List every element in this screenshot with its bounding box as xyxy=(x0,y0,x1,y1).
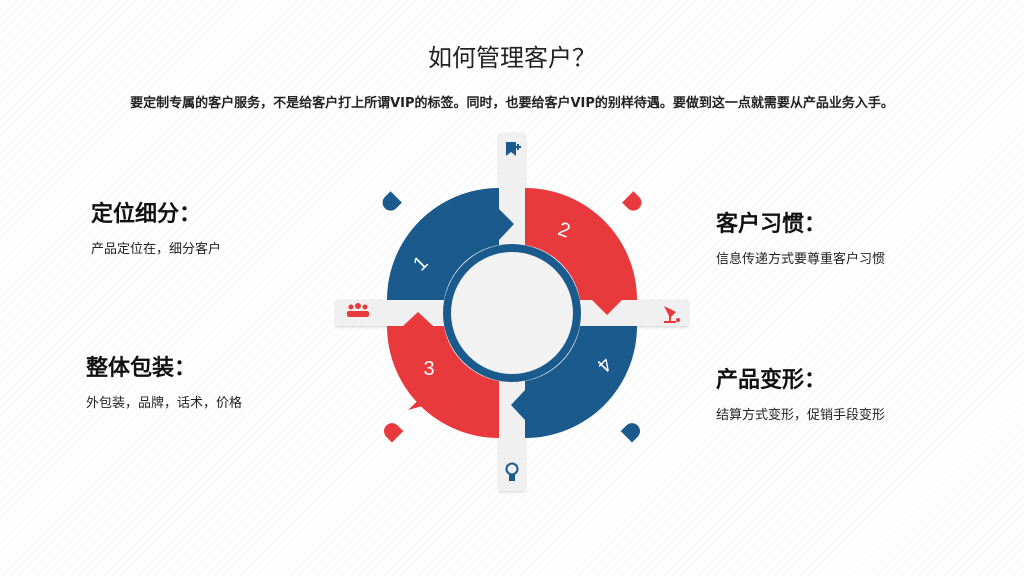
droplet-top-left xyxy=(382,191,402,211)
ring-segment-4 xyxy=(511,326,637,438)
center-circle xyxy=(451,252,573,374)
block-transform: 产品变形： 结算方式变形，促销手段变形 xyxy=(716,362,885,423)
lamp-icon xyxy=(664,306,680,323)
block-packaging: 整体包装： 外包装，品牌，话术，价格 xyxy=(86,350,242,411)
block-transform-desc: 结算方式变形，促销手段变形 xyxy=(716,408,886,423)
page-subtitle: 要定制专属的客户服务，不是给客户打上所谓VIP的标签。同时，也要给客户VIP的别… xyxy=(130,96,894,111)
block-positioning: 定位细分： 产品定位在，细分客户 xyxy=(91,196,221,257)
lightbulb-icon xyxy=(505,462,519,481)
block-packaging-heading: 整体包装： xyxy=(86,356,197,381)
people-icon xyxy=(347,303,369,317)
ring-segment-3 xyxy=(387,312,499,438)
droplet-bottom-right xyxy=(620,423,640,443)
block-habits-heading: 客户习惯： xyxy=(716,212,827,237)
droplet-bottom-left xyxy=(384,423,404,443)
block-positioning-heading: 定位细分： xyxy=(91,202,202,227)
block-positioning-desc: 产品定位在，细分客户 xyxy=(91,242,222,257)
page-title: 如何管理客户？ xyxy=(428,44,596,72)
ring-segment-2 xyxy=(525,188,637,315)
droplet-top-right xyxy=(622,191,642,211)
block-packaging-desc: 外包装，品牌，话术，价格 xyxy=(86,396,243,411)
segment-label-3: 3 xyxy=(423,358,434,380)
segment-3-arrow xyxy=(408,372,452,410)
bookmark-plus-icon xyxy=(506,142,521,156)
block-habits: 客户习惯： 信息传递方式要尊重客户习惯 xyxy=(716,206,885,267)
ring-segment-1 xyxy=(387,188,514,300)
block-transform-heading: 产品变形： xyxy=(716,368,827,393)
block-habits-desc: 信息传递方式要尊重客户习惯 xyxy=(716,252,886,267)
